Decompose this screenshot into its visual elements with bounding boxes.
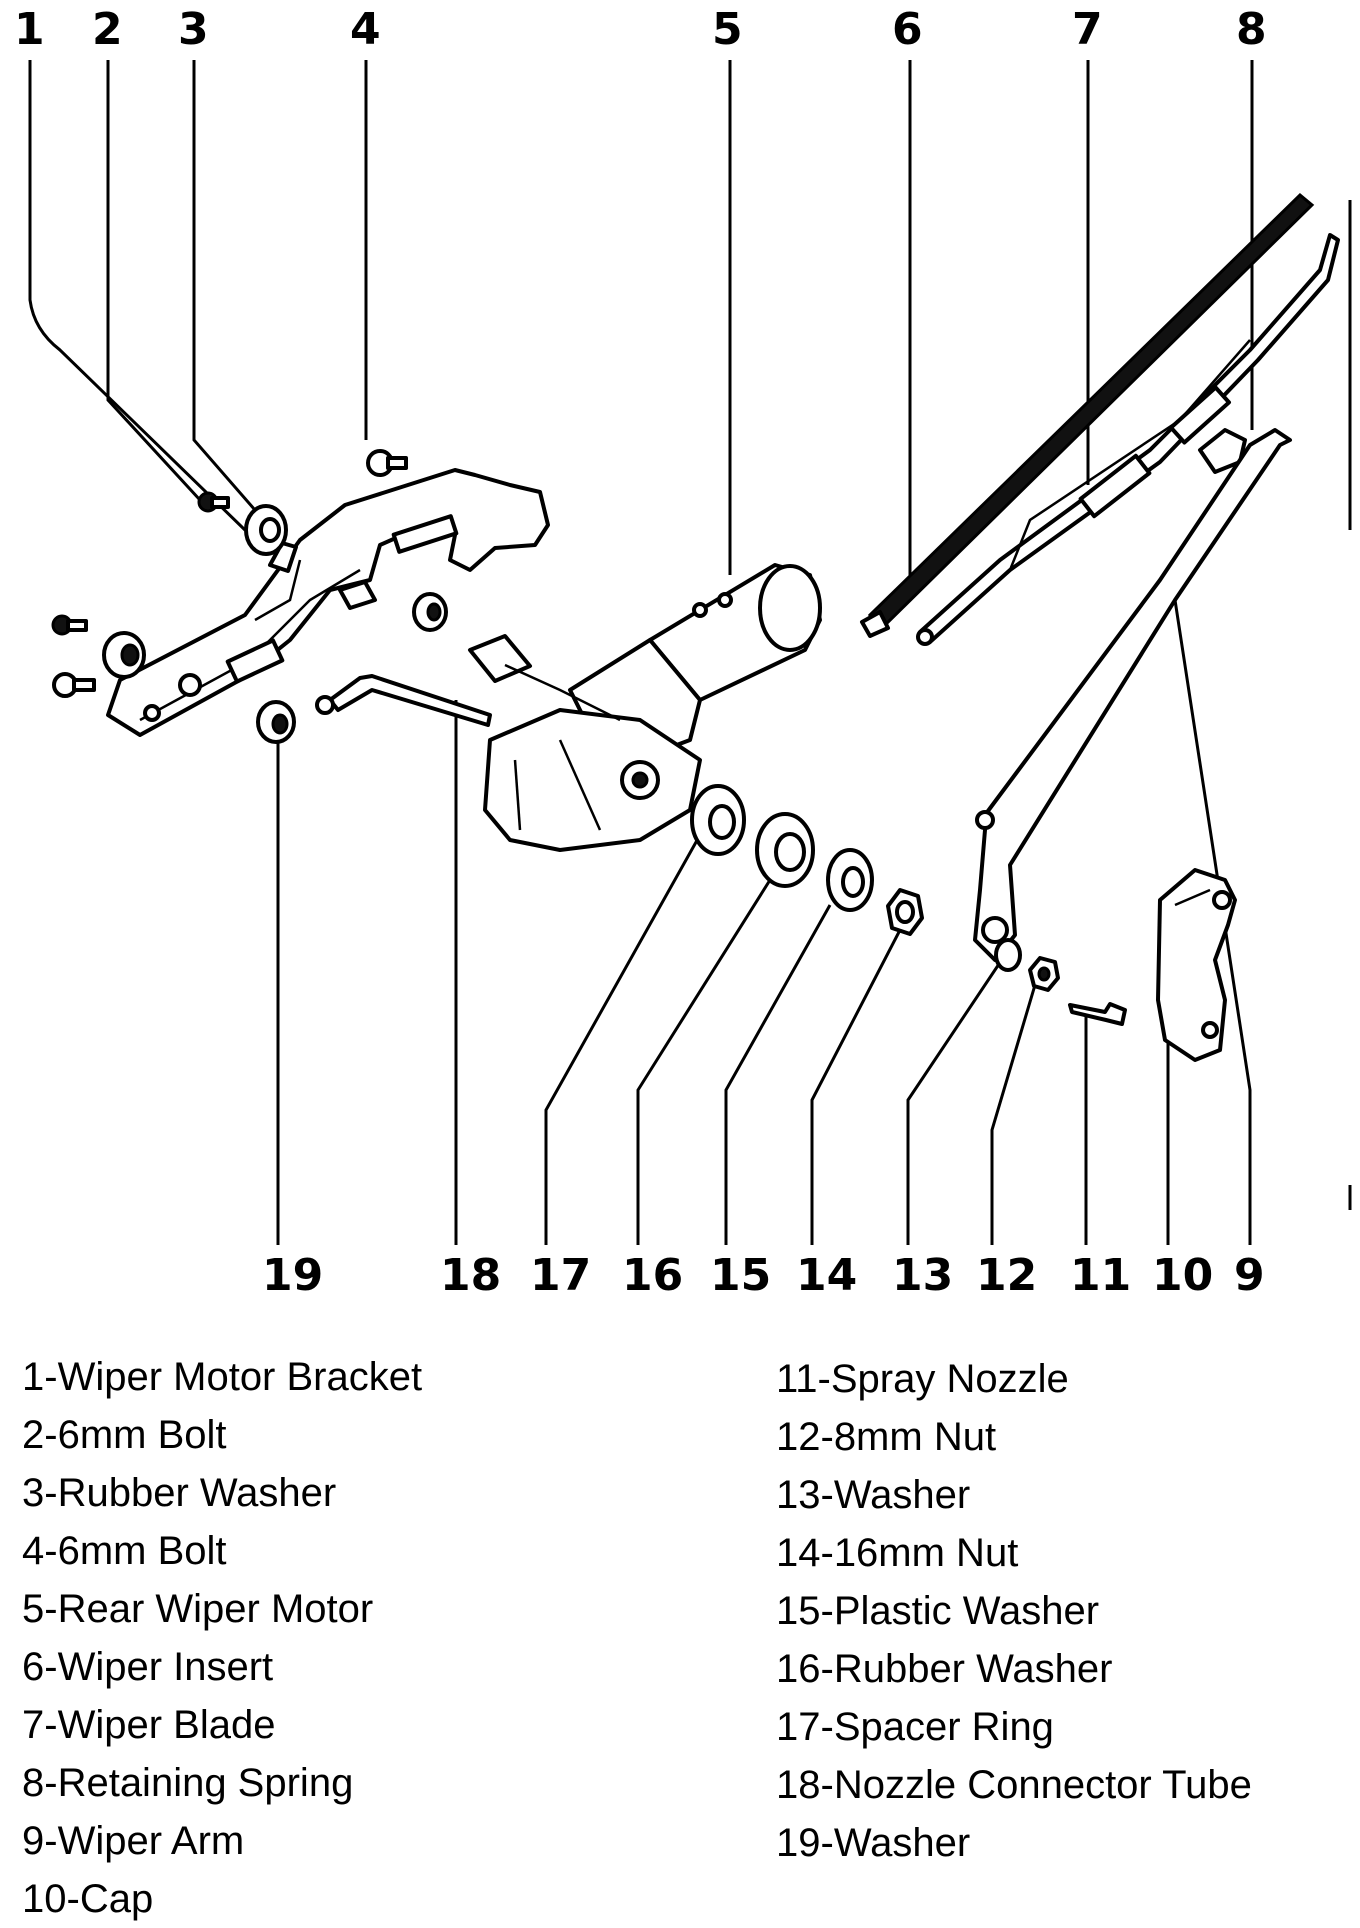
washer-left bbox=[102, 631, 146, 679]
legend-item-4: 4-6mm Bolt bbox=[22, 1529, 227, 1573]
callout-10: 10 bbox=[1152, 1250, 1213, 1301]
rear-wiper-motor bbox=[468, 563, 822, 852]
washer-19 bbox=[256, 700, 296, 744]
callout-8: 8 bbox=[1236, 4, 1267, 55]
legend-item-9: 9-Wiper Arm bbox=[22, 1819, 245, 1863]
legend-item-15: 15-Plastic Washer bbox=[776, 1589, 1100, 1633]
cap bbox=[1156, 868, 1237, 1062]
legend-item-13: 13-Washer bbox=[776, 1473, 971, 1517]
legend-item-19: 19-Washer bbox=[776, 1821, 971, 1865]
legend-item-11: 11-Spray Nozzle bbox=[776, 1357, 1069, 1401]
callout-5: 5 bbox=[712, 4, 743, 55]
wiper-blade bbox=[916, 233, 1340, 646]
callout-18: 18 bbox=[440, 1250, 501, 1301]
washer-13 bbox=[994, 938, 1022, 972]
callout-1: 1 bbox=[14, 4, 45, 55]
legend-item-10: 10-Cap bbox=[22, 1877, 154, 1921]
legend-item-5: 5-Rear Wiper Motor bbox=[22, 1587, 374, 1631]
callout-7: 7 bbox=[1072, 4, 1103, 55]
leader-lines-bottom bbox=[276, 599, 1252, 1245]
callout-6: 6 bbox=[892, 4, 923, 55]
legend-item-17: 17-Spacer Ring bbox=[776, 1705, 1054, 1749]
bolt-6mm-b bbox=[366, 449, 408, 477]
callout-16: 16 bbox=[622, 1250, 683, 1301]
callout-2: 2 bbox=[92, 4, 123, 55]
spray-nozzle bbox=[1068, 1002, 1127, 1026]
legend-item-8: 8-Retaining Spring bbox=[22, 1761, 354, 1805]
legend-item-1: 1-Wiper Motor Bracket bbox=[22, 1355, 423, 1399]
callout-11: 11 bbox=[1070, 1250, 1131, 1301]
legend-item-7: 7-Wiper Blade bbox=[22, 1703, 276, 1747]
callout-4: 4 bbox=[350, 4, 381, 55]
nut-8mm bbox=[1028, 956, 1060, 992]
bolt-6mm-a bbox=[197, 491, 230, 513]
nut-16mm bbox=[886, 888, 924, 936]
legend-item-16: 16-Rubber Washer bbox=[776, 1647, 1113, 1691]
wiper-motor-bracket bbox=[106, 468, 550, 737]
callout-17: 17 bbox=[530, 1250, 591, 1301]
rubber-washer-a bbox=[244, 504, 288, 556]
washer-bracket-right bbox=[412, 592, 448, 632]
plastic-washer bbox=[826, 848, 874, 912]
callout-12: 12 bbox=[976, 1250, 1037, 1301]
legend-right-column: 11-Spray Nozzle 12-8mm Nut 13-Washer 14-… bbox=[776, 1350, 1252, 1872]
legend-item-12: 12-8mm Nut bbox=[776, 1415, 997, 1459]
nozzle-connector-tube bbox=[315, 674, 492, 727]
rubber-washer-b bbox=[755, 812, 815, 888]
legend-left-column: 1-Wiper Motor Bracket 2-6mm Bolt 3-Rubbe… bbox=[22, 1348, 422, 1928]
legend-item-3: 3-Rubber Washer bbox=[22, 1471, 337, 1515]
callout-3: 3 bbox=[178, 4, 209, 55]
callout-15: 15 bbox=[710, 1250, 771, 1301]
legend-item-18: 18-Nozzle Connector Tube bbox=[776, 1763, 1252, 1807]
bolt-left-upper bbox=[51, 614, 88, 636]
wiper-arm bbox=[973, 428, 1292, 962]
legend-item-6: 6-Wiper Insert bbox=[22, 1645, 274, 1689]
legend-item-14: 14-16mm Nut bbox=[776, 1531, 1019, 1575]
callout-14: 14 bbox=[796, 1250, 857, 1301]
wiper-insert bbox=[860, 192, 1315, 638]
legend-item-2: 2-6mm Bolt bbox=[22, 1413, 227, 1457]
retaining-spring bbox=[1198, 428, 1247, 474]
spacer-ring bbox=[690, 784, 746, 856]
callout-9: 9 bbox=[1234, 1250, 1265, 1301]
callout-19: 19 bbox=[262, 1250, 323, 1301]
bolt-left-lower bbox=[52, 672, 96, 698]
callout-13: 13 bbox=[892, 1250, 953, 1301]
